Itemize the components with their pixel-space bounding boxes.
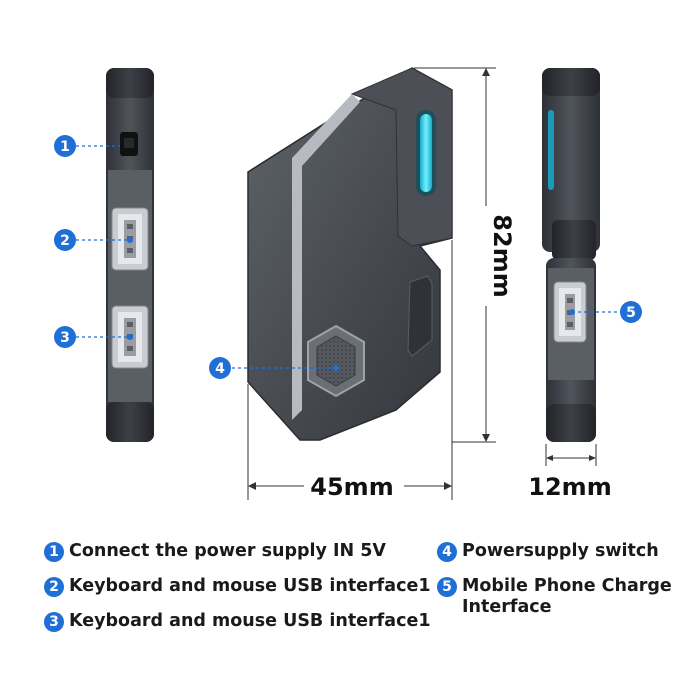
depth-dimension: 12mm bbox=[528, 444, 612, 501]
svg-text:2: 2 bbox=[60, 233, 70, 249]
left-side-view: 1 2 3 bbox=[54, 68, 154, 442]
width-label: 45mm bbox=[310, 473, 393, 501]
svg-text:5: 5 bbox=[626, 305, 636, 321]
front-vent bbox=[407, 275, 433, 357]
right-top-cap bbox=[542, 68, 600, 96]
right-body-upper bbox=[542, 68, 600, 252]
left-bottom-cap bbox=[106, 402, 154, 442]
front-led bbox=[420, 114, 432, 192]
depth-label: 12mm bbox=[528, 473, 611, 501]
front-accent-stripe bbox=[292, 94, 360, 420]
callout-3: 3 bbox=[54, 326, 76, 348]
callout-5: 5 bbox=[620, 301, 642, 323]
svg-text:1: 1 bbox=[60, 139, 70, 155]
callout-2: 2 bbox=[54, 229, 76, 251]
right-led-edge bbox=[548, 110, 554, 190]
right-side-view: 5 12mm bbox=[528, 68, 642, 501]
usb-port-3 bbox=[111, 305, 149, 369]
left-top-cap bbox=[106, 68, 154, 98]
callout-1: 1 bbox=[54, 135, 76, 157]
right-hinge bbox=[552, 220, 596, 260]
svg-text:4: 4 bbox=[215, 361, 225, 377]
front-view: 4 82mm 45mm bbox=[209, 67, 516, 501]
right-bottom-cap bbox=[546, 404, 596, 442]
height-dimension: 82mm bbox=[414, 67, 516, 443]
callout-4: 4 bbox=[209, 357, 231, 379]
hex-switch bbox=[316, 335, 356, 387]
width-dimension: 45mm bbox=[247, 240, 453, 501]
svg-text:3: 3 bbox=[60, 330, 70, 346]
height-label: 82mm bbox=[488, 214, 516, 297]
